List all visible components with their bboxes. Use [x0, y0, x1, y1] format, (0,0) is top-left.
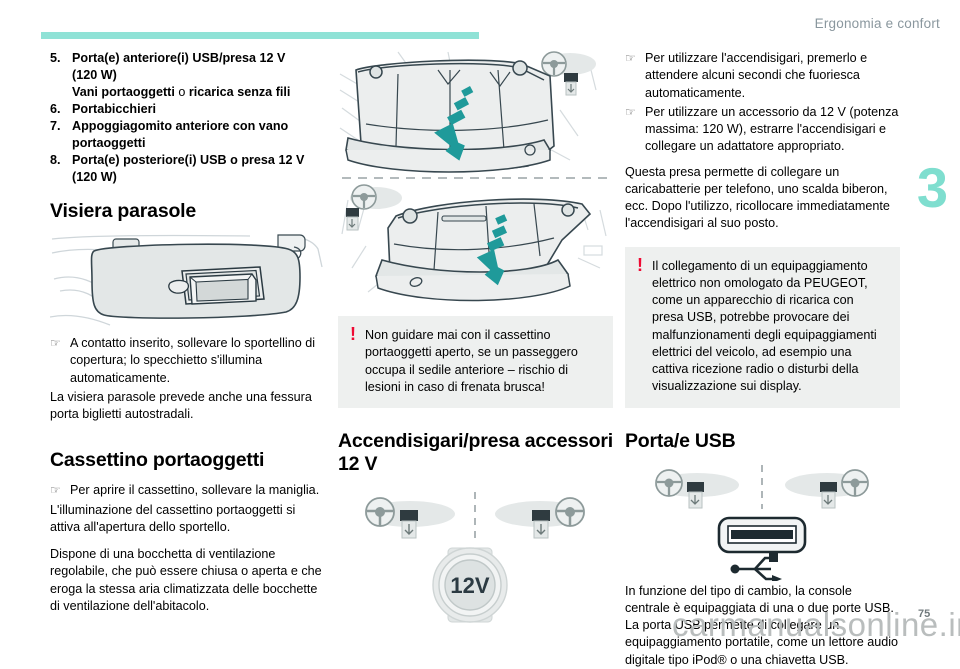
warning-text: Il collegamento di un equipaggiamento el… — [652, 258, 877, 394]
header-rule — [41, 32, 479, 39]
bullet-text: Per utilizzare l'accendisigari, premerlo… — [645, 51, 868, 100]
figure-sun-visor — [49, 233, 325, 329]
list-item-line: Porta(e) anteriore(i) USB/presa 12 V — [72, 51, 286, 65]
list-item-line: (120 W) — [72, 170, 117, 184]
usb-symbol-dot — [730, 564, 740, 573]
list-item: ☞ Per utilizzare un accessorio da 12 V (… — [625, 104, 900, 156]
right-column: ☞ Per utilizzare l'accendisigari, premer… — [625, 50, 900, 669]
section-heading-visor: Visiera parasole — [50, 200, 197, 222]
component-numbered-list: 5. Porta(e) anteriore(i) USB/presa 12 V … — [50, 50, 325, 186]
glovebox-lower — [341, 184, 607, 302]
list-item-text: Portabicchieri — [72, 102, 156, 116]
glovebox-upper — [339, 51, 597, 173]
list-item: 5. Porta(e) anteriore(i) USB/presa 12 V … — [50, 50, 325, 101]
list-item-line: Porta(e) posteriore(i) USB o presa 12 V — [72, 153, 305, 167]
usb-symbol-square — [769, 552, 778, 562]
usb-symbol-icon — [737, 556, 773, 580]
list-item-text: Porta(e) anteriore(i) USB/presa 12 V (12… — [72, 50, 325, 101]
figure-glovebox — [338, 50, 613, 308]
list-item-number: 7. — [50, 119, 61, 133]
left-column: 5. Porta(e) anteriore(i) USB/presa 12 V … — [49, 50, 325, 615]
visor-paragraph: La visiera parasole prevede anche una fe… — [50, 389, 312, 421]
hand-pointer-icon: ☞ — [50, 483, 61, 498]
list-item-text: Porta(e) posteriore(i) USB o presa 12 V … — [72, 152, 325, 186]
teal-arrow — [434, 86, 474, 161]
list-item: 6. Portabicchieri — [50, 101, 325, 118]
steering-wheel-badge-lhd — [655, 468, 739, 508]
hand-pointer-icon: ☞ — [625, 51, 636, 65]
glovebox-paragraph-2: Dispone di una bocchetta di ventilazione… — [50, 547, 322, 613]
steering-wheel-badge-rhd — [785, 468, 869, 508]
figure-usb-port — [625, 463, 900, 583]
usb-paragraph-1: In funzione del tipo di cambio, la conso… — [625, 583, 894, 615]
page-number: 75 — [918, 608, 931, 620]
list-item-line: ricarica senza fili — [185, 85, 291, 99]
bullet-text: Per utilizzare un accessorio da 12 V (po… — [645, 104, 899, 154]
list-item: 8. Porta(e) posteriore(i) USB o presa 12… — [50, 152, 325, 186]
figure-12v-socket: 12V — [338, 486, 613, 626]
visor-instruction-list: ☞ A contatto inserito, sollevare lo spor… — [50, 335, 325, 387]
middle-column: ! Non guidare mai con il cassettino port… — [338, 50, 613, 626]
page-header-title: Ergonomia e confort — [814, 16, 940, 31]
warning-box-glovebox: ! Non guidare mai con il cassettino port… — [338, 316, 613, 408]
steering-wheel-badge-rhd — [541, 51, 596, 96]
socket-graphic — [432, 547, 508, 623]
steering-wheel-badge-lhd — [365, 497, 455, 539]
exclamation-icon: ! — [350, 324, 356, 344]
bullet-text: Per aprire il cassettino, sollevare la m… — [70, 483, 320, 498]
socket-voltage-label: 12V — [450, 573, 489, 598]
usb-symbol-arrow — [772, 574, 782, 583]
chapter-number: 3 — [916, 156, 948, 219]
section-heading-usb: Porta/e USB — [625, 429, 736, 452]
list-item: ☞ A contatto inserito, sollevare lo spor… — [50, 335, 325, 387]
exclamation-icon: ! — [637, 254, 643, 275]
section-heading-glovebox: Cassettino portaoggetti — [50, 449, 265, 472]
list-item-number: 5. — [50, 51, 61, 65]
section-heading-cigar-lighter: Accendisigari/presa accessori 12 V — [338, 430, 613, 475]
hand-pointer-icon: ☞ — [625, 104, 636, 119]
bullet-text: A contatto inserito, sollevare lo sporte… — [70, 336, 316, 385]
hand-pointer-icon: ☞ — [50, 336, 61, 350]
list-item: 7. Appoggiagomito anteriore con vano por… — [50, 118, 325, 152]
site-watermark: carmanualsonline.info — [672, 606, 960, 643]
steering-wheel-badge-rhd — [495, 497, 585, 539]
list-item-conjunction: o — [178, 85, 186, 99]
warning-text: Non guidare mai con il cassettino portao… — [365, 328, 578, 394]
socket-paragraph: Questa presa permette di collegare un ca… — [625, 164, 890, 231]
cigar-lighter-instruction-list: ☞ Per utilizzare l'accendisigari, premer… — [625, 50, 900, 156]
list-item-text: Appoggiagomito anteriore con vano portao… — [72, 118, 325, 152]
steering-wheel-badge-lhd — [346, 184, 402, 231]
list-item-line: portaoggetti — [72, 136, 146, 150]
manual-page: Ergonomia e confort 3 5. Porta(e) anteri… — [41, 16, 960, 667]
list-item-number: 6. — [50, 102, 61, 116]
teal-arrow — [476, 214, 508, 286]
list-item: ☞ Per utilizzare l'accendisigari, premer… — [625, 50, 900, 102]
list-item-line: (120 W) — [72, 68, 117, 82]
list-item-line: Vani portaoggetti — [72, 85, 179, 99]
list-item-number: 8. — [50, 153, 61, 167]
warning-box-usb: ! Il collegamento di un equipaggiamento … — [625, 246, 900, 408]
glovebox-instruction-list: ☞ Per aprire il cassettino, sollevare la… — [50, 482, 325, 499]
usb-port-graphic — [717, 516, 807, 553]
list-item: ☞ Per aprire il cassettino, sollevare la… — [50, 482, 325, 499]
list-item-line: Appoggiagomito anteriore con vano — [72, 119, 289, 133]
glovebox-paragraph-1: L'illuminazione del cassettino portaogge… — [50, 502, 296, 534]
